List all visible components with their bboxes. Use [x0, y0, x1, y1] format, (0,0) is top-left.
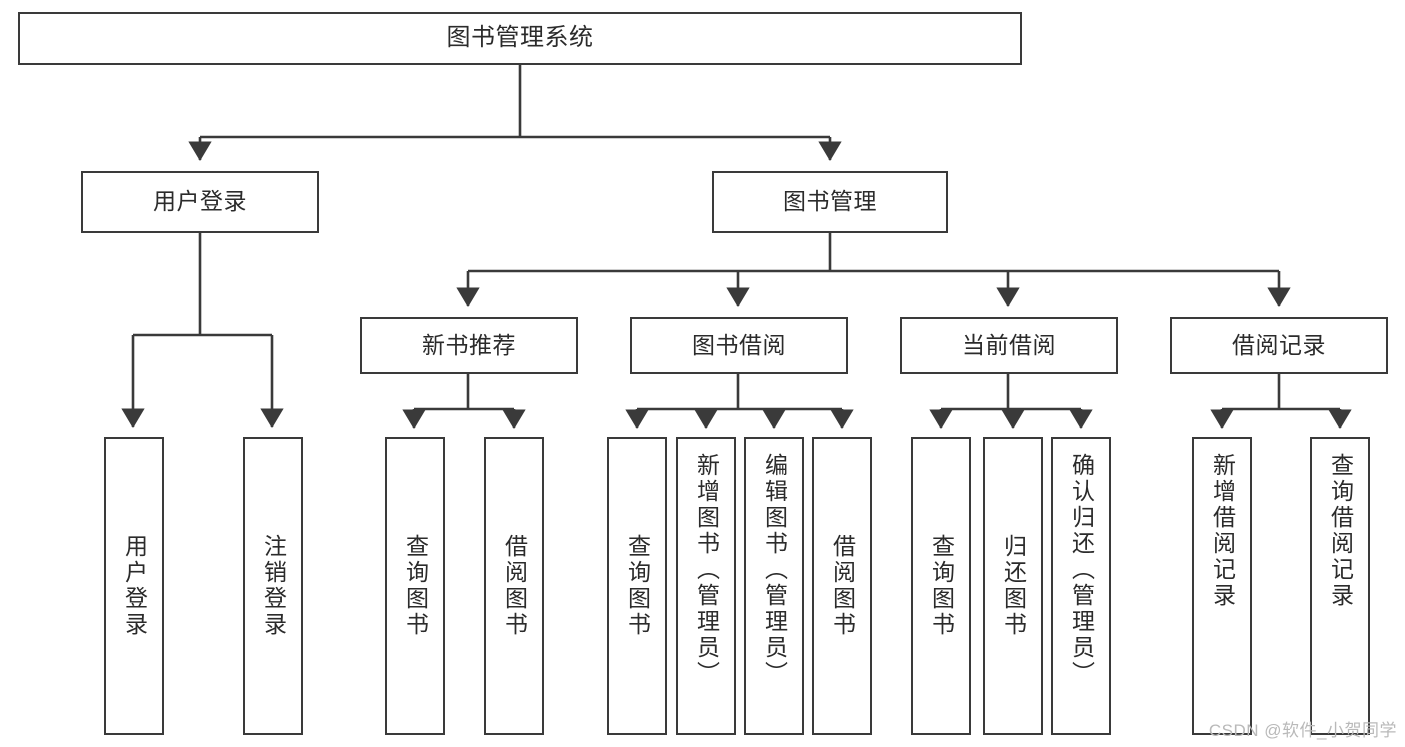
node-leaf-logout[interactable]: 注销登录: [243, 437, 303, 735]
node-borrow-record-label: 借阅记录: [1232, 331, 1326, 358]
node-leaf-query-book-2[interactable]: 查询图书: [607, 437, 667, 735]
node-leaf-add-book[interactable]: 新增图书（管理员）: [676, 437, 736, 735]
node-leaf-query-book-1-label: 查询图书: [402, 534, 429, 638]
node-leaf-borrow-book-2-label: 借阅图书: [829, 534, 856, 638]
node-book-borrow[interactable]: 图书借阅: [630, 317, 848, 374]
node-leaf-add-record[interactable]: 新增借阅记录: [1192, 437, 1252, 735]
node-user-login[interactable]: 用户登录: [81, 171, 319, 233]
node-new-book-recommend-label: 新书推荐: [422, 331, 516, 358]
node-leaf-logout-label: 注销登录: [260, 534, 287, 638]
node-leaf-borrow-book-1-label: 借阅图书: [501, 534, 528, 638]
node-leaf-confirm-return[interactable]: 确认归还（管理员）: [1051, 437, 1111, 735]
node-current-borrow-label: 当前借阅: [962, 331, 1056, 358]
node-leaf-confirm-return-label: 确认归还（管理员）: [1068, 453, 1095, 687]
node-leaf-query-record[interactable]: 查询借阅记录: [1310, 437, 1370, 735]
node-book-manage[interactable]: 图书管理: [712, 171, 948, 233]
node-leaf-user-login[interactable]: 用户登录: [104, 437, 164, 735]
node-new-book-recommend[interactable]: 新书推荐: [360, 317, 578, 374]
node-root-label: 图书管理系统: [446, 24, 594, 52]
node-leaf-edit-book-label: 编辑图书（管理员）: [761, 453, 788, 687]
node-leaf-add-record-label: 新增借阅记录: [1209, 453, 1236, 609]
node-root[interactable]: 图书管理系统: [18, 12, 1022, 65]
node-leaf-return-book[interactable]: 归还图书: [983, 437, 1043, 735]
node-leaf-edit-book[interactable]: 编辑图书（管理员）: [744, 437, 804, 735]
node-user-login-label: 用户登录: [153, 188, 247, 215]
node-leaf-borrow-book-2[interactable]: 借阅图书: [812, 437, 872, 735]
node-book-borrow-label: 图书借阅: [692, 331, 786, 358]
node-leaf-borrow-book-1[interactable]: 借阅图书: [484, 437, 544, 735]
node-leaf-query-book-2-label: 查询图书: [624, 534, 651, 638]
csdn-watermark: CSDN @软件_小贺同学: [1208, 721, 1397, 740]
node-leaf-user-login-label: 用户登录: [121, 534, 148, 638]
node-borrow-record[interactable]: 借阅记录: [1170, 317, 1388, 374]
node-leaf-add-book-label: 新增图书（管理员）: [693, 453, 720, 687]
node-book-manage-label: 图书管理: [783, 188, 877, 215]
node-current-borrow[interactable]: 当前借阅: [900, 317, 1118, 374]
node-leaf-query-record-label: 查询借阅记录: [1327, 453, 1354, 609]
node-leaf-return-book-label: 归还图书: [1000, 534, 1027, 638]
node-leaf-query-book-1[interactable]: 查询图书: [385, 437, 445, 735]
node-leaf-query-book-3[interactable]: 查询图书: [911, 437, 971, 735]
node-leaf-query-book-3-label: 查询图书: [928, 534, 955, 638]
